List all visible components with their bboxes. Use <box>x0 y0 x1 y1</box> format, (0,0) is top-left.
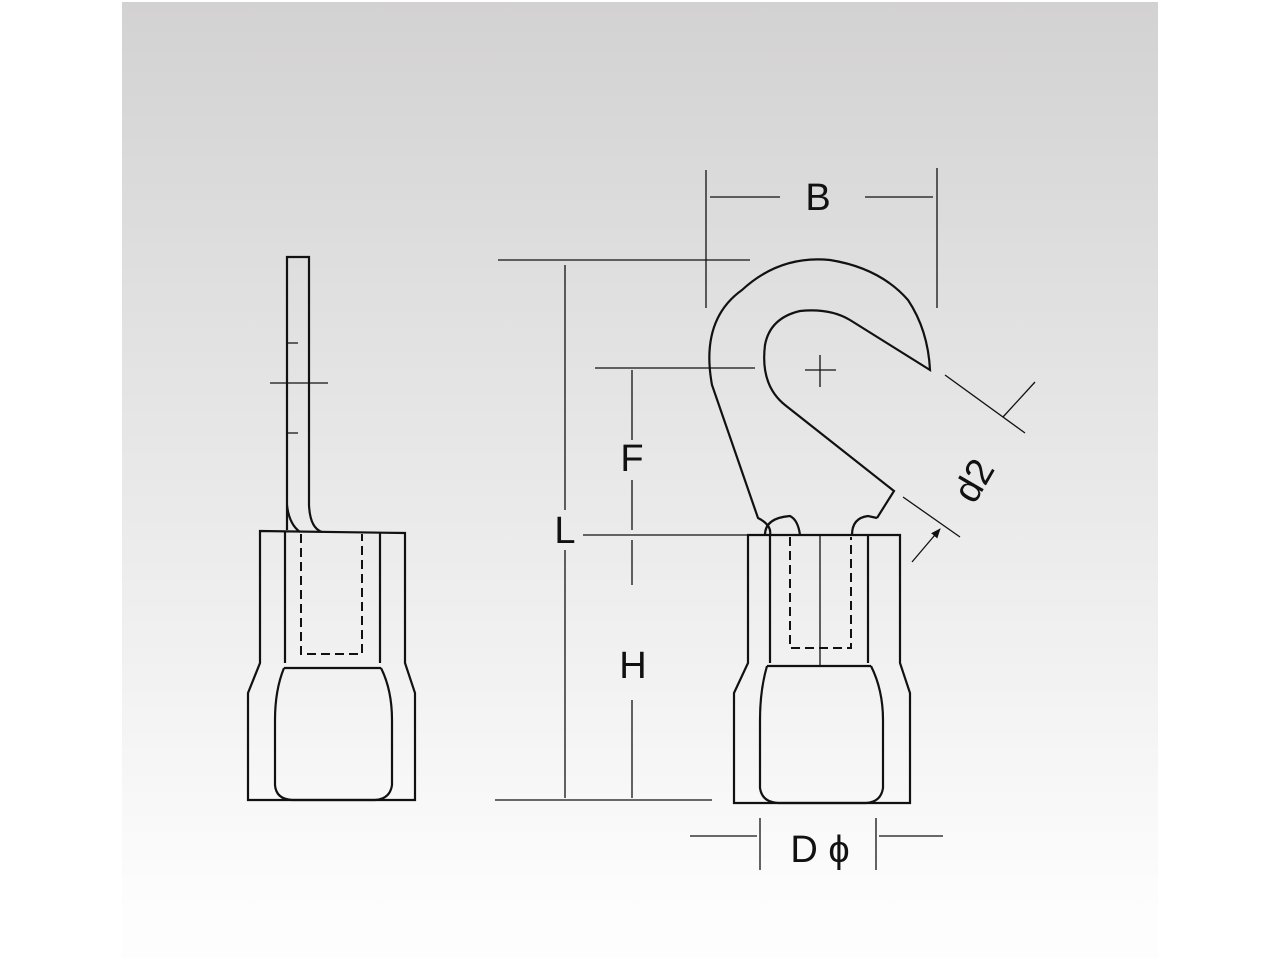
dimension-lines <box>495 168 1036 870</box>
diagram-background <box>122 2 1158 958</box>
dim-d-label: D ϕ <box>790 829 849 871</box>
dim-f-label: F <box>620 438 643 480</box>
dim-d2-label: d2 <box>946 452 1004 510</box>
side-view <box>246 255 417 802</box>
dim-b-label: B <box>805 177 830 219</box>
dim-l-label: L <box>554 510 575 552</box>
front-view <box>708 258 932 805</box>
dim-h-label: H <box>619 645 646 687</box>
